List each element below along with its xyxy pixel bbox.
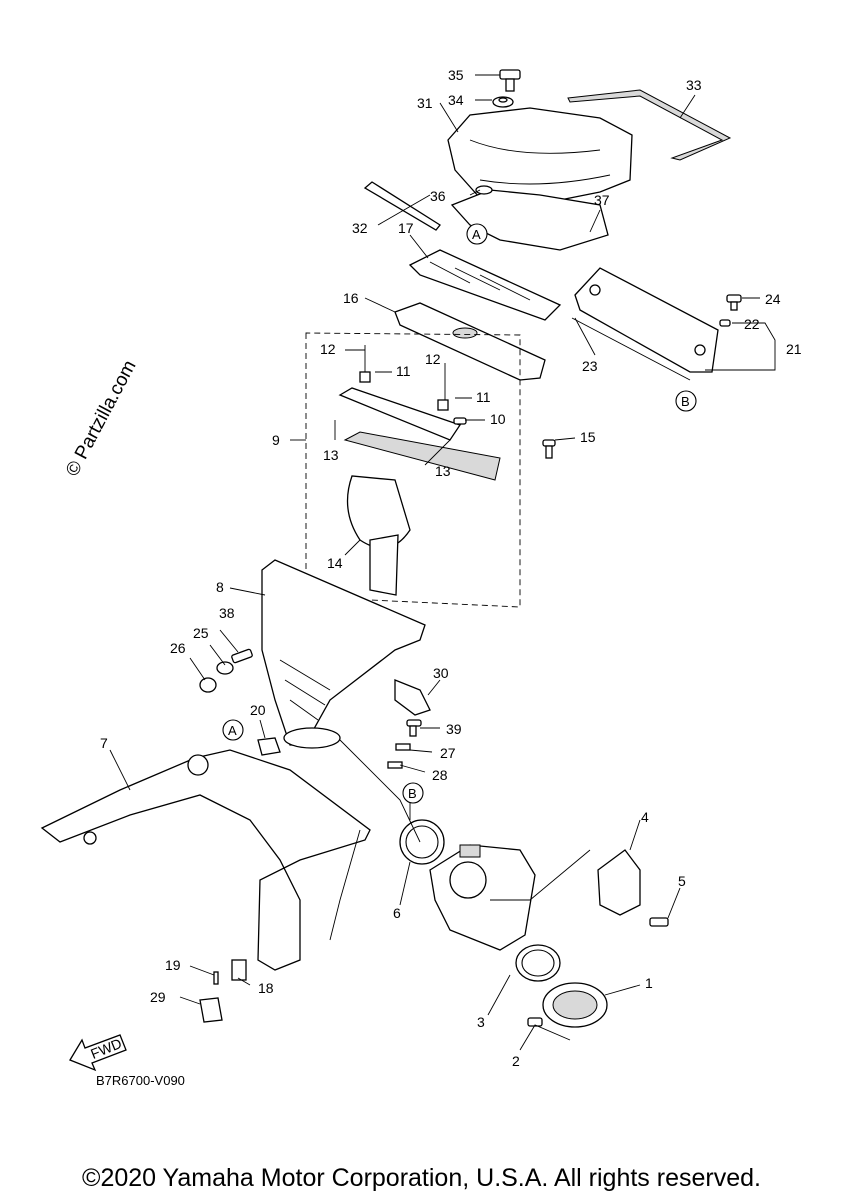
bolt-5 <box>649 917 669 927</box>
side-cover-21 <box>574 267 719 373</box>
washer-36 <box>475 185 493 195</box>
clamp-3 <box>515 944 561 982</box>
callout-21: 21 <box>786 341 802 357</box>
air-box-cover <box>447 89 732 251</box>
callout-27: 27 <box>440 745 456 761</box>
callout-11-a: 11 <box>396 363 411 379</box>
callout-13-b: 13 <box>435 463 451 479</box>
callout-18: 18 <box>258 980 274 996</box>
callout-labels: 1 2 3 4 5 6 7 8 9 10 11 11 12 12 13 13 1… <box>100 67 802 1069</box>
joint-30 <box>394 679 431 716</box>
collar-27 <box>395 743 411 751</box>
joint-1 <box>542 982 608 1028</box>
ref-A-bottom: A <box>228 723 237 738</box>
element-frame <box>338 387 501 596</box>
ref-B-top: B <box>681 394 690 409</box>
callout-36: 36 <box>430 188 446 204</box>
callout-28: 28 <box>432 767 448 783</box>
grommet-26 <box>199 677 217 693</box>
callout-9: 9 <box>272 432 280 448</box>
callout-7: 7 <box>100 735 108 751</box>
element-cage-17 <box>408 249 562 321</box>
callout-17: 17 <box>398 220 414 236</box>
cap-29 <box>199 997 223 1023</box>
collar-25 <box>216 661 234 675</box>
collars-11 <box>359 371 449 411</box>
screw-2 <box>527 1017 543 1027</box>
screw-19 <box>213 971 219 985</box>
callout-12-b: 12 <box>425 351 441 367</box>
callout-13-a: 13 <box>323 447 339 463</box>
callout-35: 35 <box>448 67 464 83</box>
throttle-cover-4 <box>597 849 641 916</box>
callout-29: 29 <box>150 989 166 1005</box>
callout-32: 32 <box>352 220 368 236</box>
bolt-35 <box>499 69 521 92</box>
callout-10: 10 <box>490 411 506 427</box>
callout-11-b: 11 <box>476 389 491 405</box>
ref-circles: A A B B <box>222 223 697 804</box>
clamp-6 <box>399 819 445 865</box>
grommet-34 <box>492 96 514 108</box>
fitting-18 <box>231 959 247 981</box>
hose-32 <box>363 181 441 231</box>
bolt-24 <box>726 294 742 311</box>
ref-A-top: A <box>472 227 481 242</box>
callout-15: 15 <box>580 429 596 445</box>
callout-19: 19 <box>165 957 181 973</box>
callout-25: 25 <box>193 625 209 641</box>
throttle-body <box>429 844 536 951</box>
callout-12-a: 12 <box>320 341 336 357</box>
callout-31: 31 <box>417 95 433 111</box>
bolt-22 <box>719 319 731 327</box>
callout-38: 38 <box>219 605 235 621</box>
nut-28 <box>387 761 403 769</box>
callout-5: 5 <box>678 873 686 889</box>
air-case-8 <box>261 559 426 749</box>
intake-duct-7 <box>40 749 371 971</box>
callout-3: 3 <box>477 1014 485 1030</box>
callout-8: 8 <box>216 579 224 595</box>
callout-16: 16 <box>343 290 359 306</box>
callout-39: 39 <box>446 721 462 737</box>
callout-37: 37 <box>594 192 610 208</box>
callout-26: 26 <box>170 640 186 656</box>
bolt-10 <box>453 417 467 425</box>
bolt-38 <box>231 648 253 664</box>
copyright-notice: ©2020 Yamaha Motor Corporation, U.S.A. A… <box>82 1164 761 1192</box>
bolt-39 <box>406 719 422 737</box>
callout-1: 1 <box>645 975 653 991</box>
callout-30: 30 <box>433 665 449 681</box>
callout-24: 24 <box>765 291 781 307</box>
bracket-20 <box>257 737 281 756</box>
callout-22: 22 <box>744 316 760 332</box>
forward-arrow-icon: FWD <box>69 1034 127 1072</box>
air-filter-element-16 <box>394 302 546 381</box>
callout-6: 6 <box>393 905 401 921</box>
bolt-15 <box>542 439 556 459</box>
callout-2: 2 <box>512 1053 520 1069</box>
callout-4: 4 <box>641 809 649 825</box>
diagram-code: B7R6700-V090 <box>96 1073 185 1088</box>
seal-23 <box>571 317 691 381</box>
ref-B-bottom: B <box>408 786 417 801</box>
callout-14: 14 <box>327 555 343 571</box>
callout-34: 34 <box>448 92 464 108</box>
element-assembly-outline <box>305 332 521 608</box>
callout-23: 23 <box>582 358 598 374</box>
callout-20: 20 <box>250 702 266 718</box>
callout-33: 33 <box>686 77 702 93</box>
leader-lines <box>109 74 776 1051</box>
